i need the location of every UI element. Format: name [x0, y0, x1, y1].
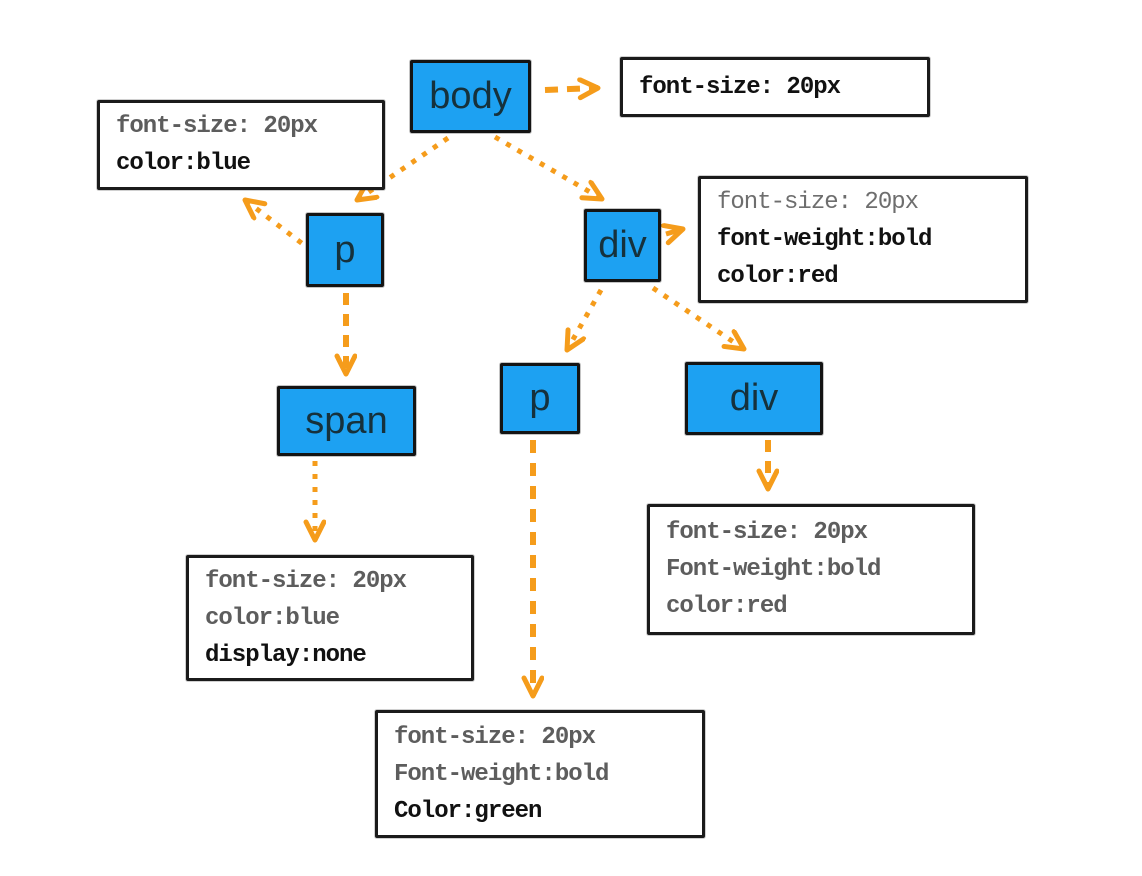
node-span1: span: [277, 386, 416, 456]
style-line: font-size: 20px: [639, 73, 841, 101]
style-line: color:red: [717, 263, 839, 290]
style-line: Font-weight:bold: [394, 760, 609, 788]
style-box-p1: font-size: 20px color:blue: [97, 100, 385, 190]
style-line: color:blue: [205, 604, 340, 632]
style-line: Color:green: [394, 797, 542, 825]
node-p2-label: p: [529, 377, 551, 419]
style-line: font-size: 20px: [717, 189, 919, 216]
arrow-p1-to-p1-style: [245, 200, 314, 253]
style-box-div1: font-size: 20px font-weight:bold color:r…: [698, 176, 1028, 303]
node-div1-label: div: [598, 224, 647, 266]
arrow-div1-to-p2: [567, 288, 604, 350]
style-line: font-weight:bold: [717, 226, 932, 253]
node-div2: div: [685, 362, 823, 435]
node-p1-label: p: [334, 228, 356, 271]
style-box-div2: font-size: 20px Font-weight:bold color:r…: [647, 504, 975, 635]
node-body: body: [410, 60, 531, 133]
style-line: color:blue: [116, 150, 251, 177]
node-body-label: body: [429, 75, 512, 117]
node-p2: p: [500, 363, 580, 434]
style-box-body: font-size: 20px: [620, 57, 930, 117]
style-line: font-size: 20px: [666, 519, 868, 546]
arrow-body-to-body-style: [544, 88, 598, 90]
node-span1-label: span: [305, 399, 388, 442]
arrow-div1-to-div1-style: [666, 229, 683, 234]
style-line: font-size: 20px: [205, 567, 407, 595]
style-box-p2: font-size: 20px Font-weight:bold Color:g…: [375, 710, 705, 838]
style-box-span1: font-size: 20px color:blue display:none: [186, 555, 474, 681]
node-div1: div: [584, 209, 661, 282]
node-div2-label: div: [729, 377, 779, 419]
arrow-body-to-div1: [493, 134, 602, 199]
style-line: color:red: [666, 593, 788, 620]
style-line: Font-weight:bold: [666, 556, 881, 583]
style-line: display:none: [205, 641, 367, 669]
style-line: font-size: 20px: [394, 723, 596, 751]
node-p1: p: [306, 213, 384, 287]
style-line: font-size: 20px: [116, 113, 318, 140]
